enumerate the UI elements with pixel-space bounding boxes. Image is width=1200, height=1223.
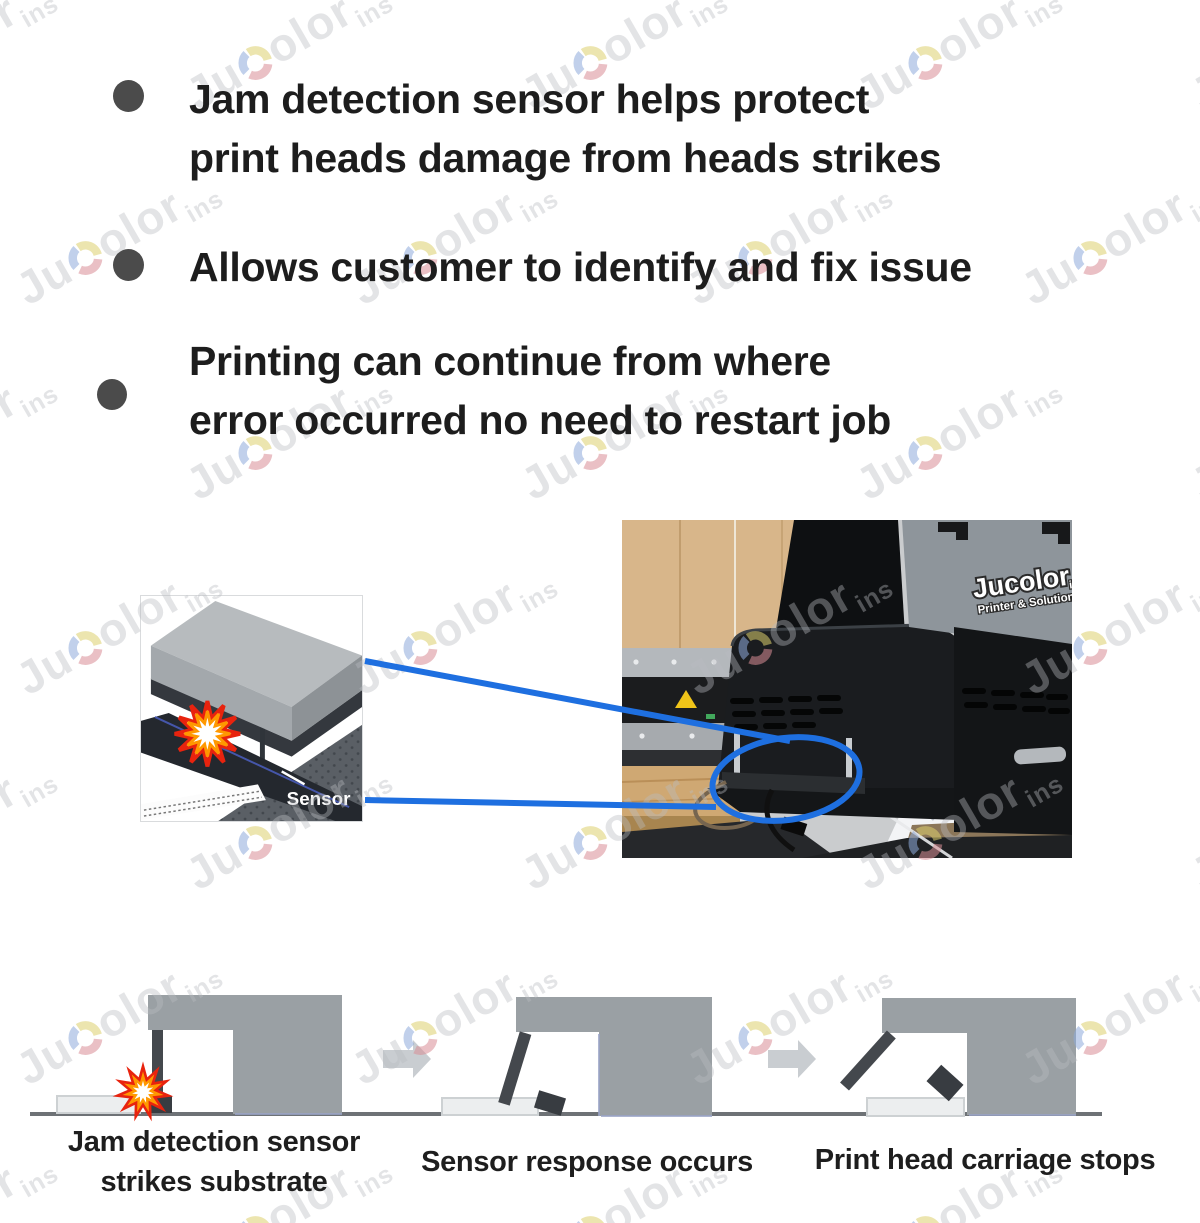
brand-c-icon <box>238 1216 272 1223</box>
brand-c-icon <box>68 1021 103 1056</box>
impact-starburst-inner <box>184 710 231 757</box>
panel-clip-icon <box>1042 522 1070 544</box>
watermark-jucolor-ins: Juolorins <box>1181 47 1200 120</box>
bullet-item: Allows customer to identify and fix issu… <box>189 238 972 297</box>
sensor-label: Sensor <box>287 788 351 809</box>
bullet-dot <box>97 379 127 410</box>
watermark-jucolor-ins: Juolorins <box>1181 827 1200 900</box>
door-handle <box>1014 746 1067 765</box>
sensor-closeup-figure: Sensor <box>140 595 363 822</box>
brand-c-icon <box>68 631 103 666</box>
watermark-jucolor-ins: Juolorins <box>0 763 64 855</box>
impact-starburst-inner <box>122 1071 164 1113</box>
process-step-label-line: Sensor response occurs <box>421 1146 753 1178</box>
bullet-line: Allows customer to identify and fix issu… <box>189 244 972 290</box>
watermark-jucolor-ins: Juolorins <box>1181 1133 1200 1223</box>
vent-slots <box>962 688 1070 714</box>
brand-c-icon <box>573 826 608 861</box>
sensor-pointer-line <box>281 770 306 786</box>
process-step-2 <box>441 997 712 1117</box>
process-step-3 <box>840 998 1076 1117</box>
bullet-dot <box>113 80 144 112</box>
watermark-jucolor-ins: Juolorins <box>1011 178 1200 315</box>
impact-starburst-icon <box>112 1061 174 1122</box>
brand-c-icon <box>403 1021 438 1056</box>
bullet-dot <box>113 249 144 281</box>
brand-c-icon <box>738 1021 773 1056</box>
watermark-jucolor-ins: Juolorins <box>1011 958 1200 1095</box>
watermark-jucolor-ins: Juolorins <box>0 0 64 75</box>
panel-clip-icon <box>938 522 968 540</box>
watermark-jucolor-ins: Juolorins <box>341 568 564 705</box>
bullet-line: Jam detection sensor helps protect <box>189 76 870 122</box>
bullet-item: Printing can continue from where error o… <box>189 332 891 450</box>
brand-c-icon <box>1073 241 1108 276</box>
printer-photo-illustration: Jucolor inc Printer & Solution <box>622 520 1072 858</box>
watermark-jucolor-ins: Juolorins <box>341 958 564 1095</box>
process-step-label: Print head carriage stops <box>815 1140 1156 1180</box>
sensor-wire <box>693 780 756 830</box>
brand-c-icon <box>238 826 273 861</box>
process-step-label: Sensor response occurs <box>421 1142 753 1182</box>
watermark-jucolor-ins: Juolorins <box>1181 437 1200 510</box>
sensor-closeup-illustration: Sensor <box>141 596 362 821</box>
process-step-label: Jam detection sensor strikes substrate <box>68 1122 360 1202</box>
watermark-jucolor-ins: Juolorins <box>676 958 899 1095</box>
arrow-right-icon <box>383 1040 431 1078</box>
watermark-jucolor-ins: Juolorins <box>0 373 64 465</box>
watermark-jucolor-ins: Juolorins <box>6 958 229 1095</box>
arrow-right-icon <box>768 1040 816 1078</box>
brand-c-icon <box>908 436 943 471</box>
process-step-label-line: Jam detection sensor <box>67 1126 361 1158</box>
watermark-jucolor-ins: Juolorins <box>0 1153 64 1223</box>
bullet-line: error occurred no need to restart job <box>189 397 891 443</box>
brand-c-icon <box>908 1216 942 1223</box>
bullet-item: Jam detection sensor helps protect print… <box>189 70 942 188</box>
process-step-label-line: strikes substrate <box>100 1166 328 1198</box>
brand-c-icon <box>1073 631 1108 666</box>
brand-c-icon <box>1073 1021 1108 1056</box>
svg-text:inc: inc <box>1068 577 1072 591</box>
impact-starburst-icon <box>174 700 241 767</box>
bullet-line: Printing can continue from where <box>189 338 831 384</box>
bullet-line: print heads damage from heads strikes <box>189 135 942 181</box>
brand-c-icon <box>403 631 438 666</box>
process-step-label-line: Print head carriage stops <box>814 1144 1156 1176</box>
process-step-1 <box>56 995 342 1122</box>
brand-c-icon <box>573 1216 607 1223</box>
brand-c-icon <box>68 241 103 276</box>
printer-photo-figure: Jucolor inc Printer & Solution <box>622 520 1072 858</box>
